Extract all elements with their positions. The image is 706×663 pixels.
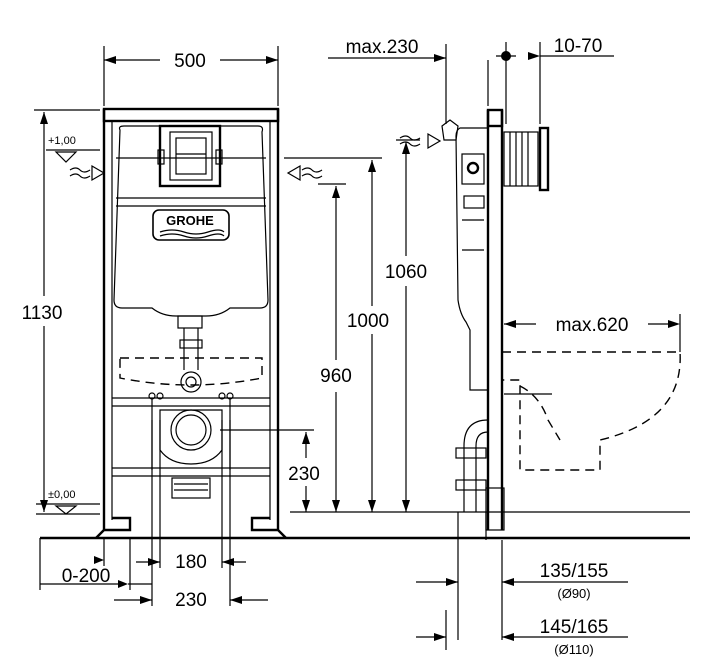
dim-offset-0-200: 0-200 (62, 566, 111, 587)
side-outlet-pipe (463, 419, 489, 512)
cistern-body (113, 125, 269, 317)
frame-left-foot (95, 516, 132, 539)
dim-max-230: max.230 (346, 37, 419, 58)
dim-range-10-70: 10-70 (554, 36, 603, 57)
dim-height-1060: 1060 (385, 262, 427, 283)
front-view: GROHE (36, 107, 323, 539)
water-inlet-left (69, 167, 91, 179)
level-zero-marker (54, 505, 78, 515)
dim-frame-height: 1130 (22, 303, 63, 324)
dim-height-1000: 1000 (347, 311, 389, 332)
water-inlet-right (301, 167, 323, 179)
side-water-inlet (399, 135, 421, 147)
dim-max-620: max.620 (556, 315, 629, 336)
frame-right-foot (250, 516, 287, 539)
side-cistern (455, 127, 488, 391)
grohe-logo (152, 209, 230, 241)
frame-top-rail (102, 107, 280, 123)
brand-logo-text: GROHE (166, 213, 214, 228)
dim-width-180: 180 (175, 552, 207, 573)
side-view (399, 108, 681, 540)
dim-pipe-135-155: 135/155 (540, 561, 609, 582)
level-zero-label: ±0,00 (48, 489, 75, 501)
level-top-label: +1,00 (48, 135, 76, 147)
side-bowl-outline (502, 351, 681, 471)
dim-pipe-110: (Ø110) (554, 642, 594, 657)
outlet-pipe (170, 409, 212, 451)
side-flush-plate (538, 126, 550, 192)
dim-frame-width: 500 (174, 51, 206, 72)
level-top-marker (54, 151, 78, 163)
dim-height-230: 230 (288, 464, 320, 485)
dim-pipe-145-165: 145/165 (540, 617, 609, 638)
flush-plate (158, 124, 222, 188)
dim-height-960: 960 (320, 366, 352, 387)
dim-width-230-bottom: 230 (175, 590, 207, 611)
dim-pipe-90: (Ø90) (557, 586, 590, 601)
